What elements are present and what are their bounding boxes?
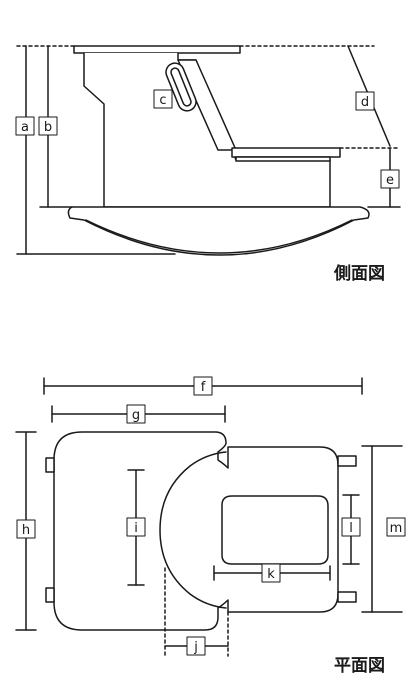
label-box-c bbox=[153, 89, 173, 109]
label-box-f bbox=[193, 376, 213, 396]
label-c: c bbox=[159, 93, 166, 108]
label-box-g bbox=[126, 404, 146, 424]
label-l: l bbox=[349, 521, 353, 536]
label-box-m bbox=[386, 517, 406, 537]
label-f: f bbox=[201, 380, 206, 395]
foot-left-bottom bbox=[45, 587, 55, 603]
dimension-label-texts: a b c d e f g h i j k l m bbox=[21, 93, 402, 655]
dimension-m bbox=[361, 445, 403, 613]
label-box-a bbox=[15, 116, 35, 136]
side-view-title: 側面図 bbox=[334, 264, 385, 284]
label-box-i bbox=[126, 517, 146, 537]
label-k: k bbox=[267, 567, 275, 582]
lower-step-plate bbox=[231, 147, 341, 158]
label-a: a bbox=[21, 120, 29, 135]
label-box-b bbox=[38, 116, 58, 136]
top-view-title: 平面図 bbox=[334, 656, 385, 676]
dimension-label-boxes bbox=[15, 89, 406, 656]
side-body-outline bbox=[83, 52, 331, 208]
label-h: h bbox=[22, 523, 30, 538]
rocker-base-inner bbox=[85, 219, 353, 254]
label-d: d bbox=[361, 95, 369, 110]
label-g: g bbox=[132, 408, 140, 423]
label-b: b bbox=[44, 120, 52, 135]
label-e: e bbox=[386, 173, 394, 188]
upper-step-plate bbox=[73, 45, 241, 54]
foot-right-top bbox=[337, 455, 357, 467]
label-box-j bbox=[186, 636, 206, 656]
label-box-l bbox=[341, 517, 361, 537]
label-m: m bbox=[390, 521, 403, 536]
dimension-a bbox=[16, 45, 176, 255]
plan-u-cutout bbox=[159, 451, 227, 609]
label-box-d bbox=[355, 91, 375, 111]
foot-left-top bbox=[45, 457, 55, 473]
label-i: i bbox=[134, 521, 138, 536]
label-box-k bbox=[261, 563, 281, 583]
label-j: j bbox=[193, 640, 198, 655]
handle-slot-outer bbox=[165, 62, 197, 112]
rocker-base bbox=[67, 206, 370, 256]
plan-inner-opening bbox=[221, 495, 329, 565]
label-box-h bbox=[16, 519, 36, 539]
side-view bbox=[16, 45, 401, 256]
top-view bbox=[15, 377, 403, 657]
label-box-e bbox=[380, 169, 400, 189]
foot-right-bottom bbox=[337, 591, 357, 603]
lower-step-riser bbox=[235, 156, 331, 162]
handle-slot-inner bbox=[170, 67, 192, 107]
